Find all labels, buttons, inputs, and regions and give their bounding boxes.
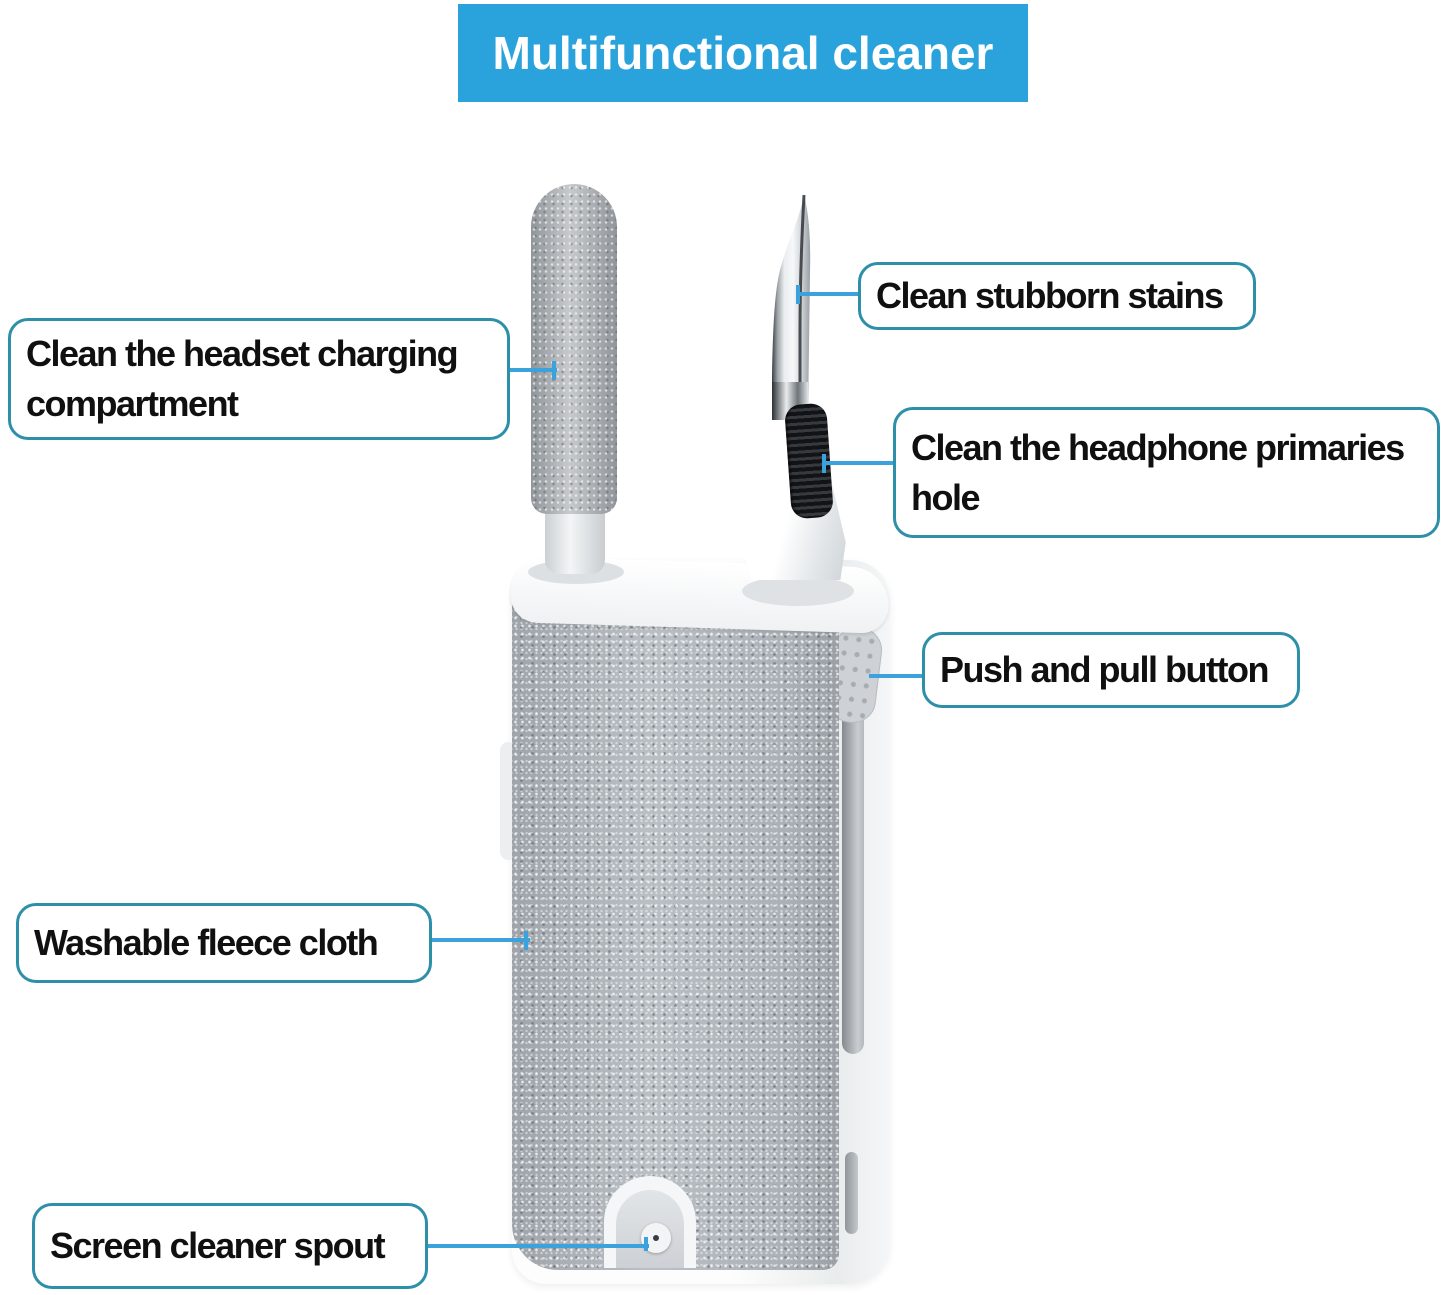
callout-label: Screen cleaner spout — [50, 1225, 386, 1267]
side-slide-slot — [842, 706, 864, 1054]
callout-label: Push and pull button — [940, 649, 1269, 691]
callout-label: Clean the headphone primaries hole — [911, 426, 1405, 518]
callout-screen-spout: Screen cleaner spout — [32, 1203, 428, 1289]
callout-stubborn-stains: Clean stubborn stains — [858, 262, 1256, 330]
title-banner: Multifunctional cleaner — [458, 4, 1028, 102]
connector-line — [869, 674, 923, 678]
foam-swab — [531, 184, 617, 514]
connector-line — [505, 368, 557, 372]
connector-tick — [796, 285, 800, 304]
spray-nozzle-hole — [653, 1235, 659, 1241]
connector-tick — [822, 454, 826, 473]
connector-line — [430, 938, 530, 942]
connector-line — [797, 292, 859, 296]
connector-line — [823, 461, 894, 465]
callout-headphone-hole: Clean the headphone primaries hole — [893, 407, 1440, 538]
pen-socket-hole — [742, 576, 854, 606]
callout-fleece-cloth: Washable fleece cloth — [16, 903, 432, 983]
connector-line — [427, 1244, 649, 1248]
callout-headset-compartment: Clean the headset charging compartment — [8, 318, 510, 440]
callout-label: Clean the headset charging compartment — [26, 333, 459, 424]
fleece-cloth-panel — [512, 582, 839, 1270]
connector-tick — [552, 361, 556, 380]
callout-push-pull-button: Push and pull button — [922, 632, 1300, 708]
metal-nib-icon — [762, 192, 818, 424]
side-lower-slot — [845, 1152, 858, 1234]
callout-label: Washable fleece cloth — [34, 922, 379, 964]
connector-tick — [644, 1237, 648, 1251]
callout-label: Clean stubborn stains — [876, 275, 1224, 317]
connector-tick — [524, 931, 528, 950]
page-title: Multifunctional cleaner — [492, 27, 994, 79]
